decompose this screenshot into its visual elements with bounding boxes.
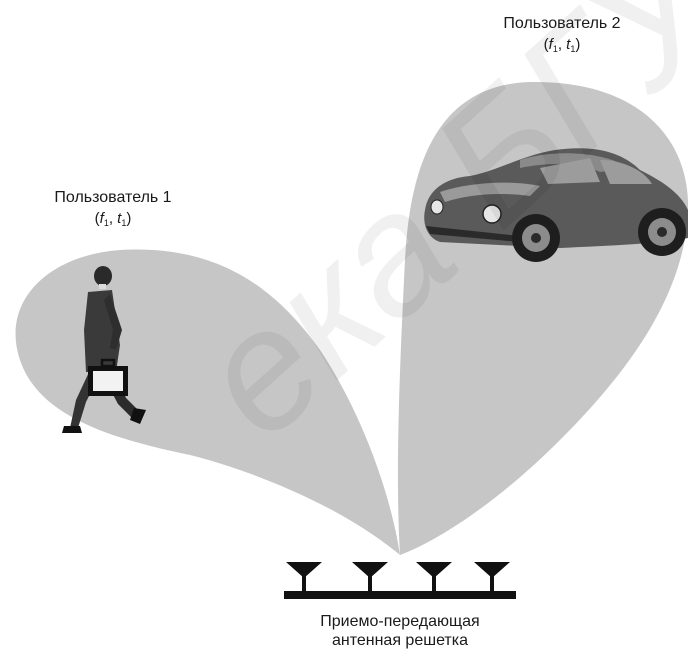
- user2-params: (f1, t1): [543, 36, 581, 54]
- antenna-array: [284, 562, 516, 599]
- antenna-element-3: [416, 562, 452, 591]
- user1-label: Пользователь 1 (f1, t1): [18, 187, 208, 234]
- user1-name: Пользователь 1: [54, 189, 172, 206]
- antenna-element-2: [352, 562, 388, 591]
- user2-label: Пользователь 2 (f1, t1): [462, 13, 662, 60]
- antenna-label-line1: Приемо-передающая: [320, 613, 480, 630]
- antenna-bar: [284, 591, 516, 599]
- user1-params: (f1, t1): [94, 210, 132, 228]
- user2-name: Пользователь 2: [503, 15, 621, 32]
- walking-person-icon: [62, 266, 146, 433]
- beam-lobe-user1: [15, 249, 401, 555]
- antenna-element-1: [286, 562, 322, 591]
- car-icon: [424, 148, 688, 262]
- antenna-label-line2: антенная решетка: [331, 632, 469, 649]
- antenna-label: Приемо-передающая антенная решетка: [290, 612, 510, 650]
- antenna-element-4: [474, 562, 510, 591]
